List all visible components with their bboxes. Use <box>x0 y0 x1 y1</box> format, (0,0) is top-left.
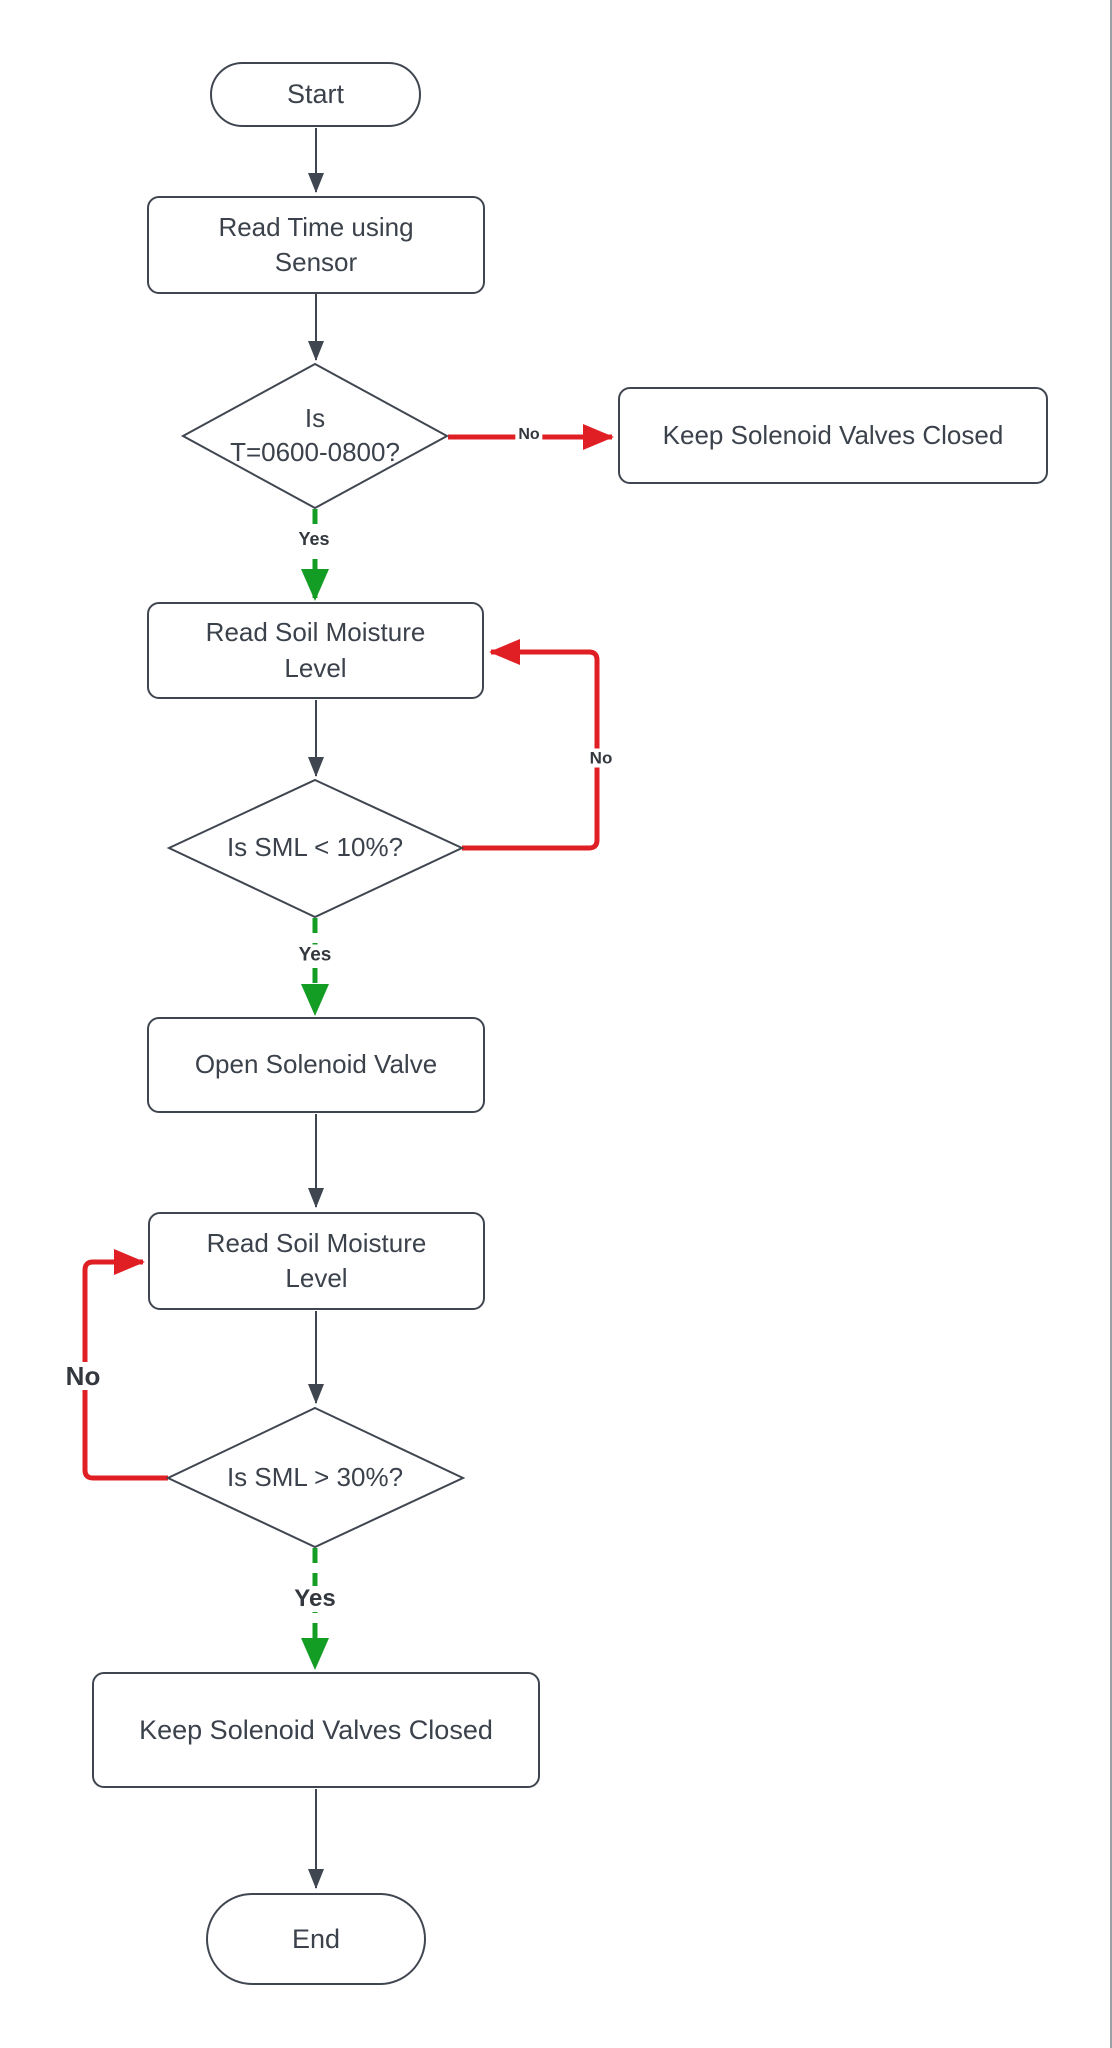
edge-label-yes-sml-low: Yes <box>295 944 335 966</box>
edge-label-no-sml-low: No <box>586 748 616 768</box>
node-keep-solenoid-valves-closed-right: Keep Solenoid Valves Closed <box>618 387 1048 484</box>
diamond-decision-sml-high-shape <box>165 1406 466 1549</box>
node-open-solenoid-valve: Open Solenoid Valve <box>147 1017 485 1113</box>
diamond-decision-time-shape <box>180 362 450 510</box>
page-right-edge-line <box>1110 0 1112 2048</box>
node-keep-solenoid-valves-closed-bottom: Keep Solenoid Valves Closed <box>92 1672 540 1788</box>
node-end: End <box>206 1893 426 1985</box>
decision-sml-low-label: Is SML < 10%? <box>226 832 404 863</box>
node-start: Start <box>210 62 421 127</box>
node-read-soil-moisture-level-2: Read Soil Moisture Level <box>148 1212 485 1310</box>
edge-label-no-sml-high: No <box>62 1362 104 1390</box>
node-read-time-using-sensor: Read Time using Sensor <box>147 196 485 294</box>
edge-label-no-time: No <box>515 426 543 444</box>
decision-time-label: Is T=0600-0800? <box>230 403 400 467</box>
diamond-decision-sml-low-shape <box>166 778 465 919</box>
decision-sml-high-label: Is SML > 30%? <box>226 1462 404 1493</box>
edge-label-yes-time: Yes <box>295 529 333 549</box>
edge-label-yes-sml-high: Yes <box>291 1586 339 1612</box>
node-read-soil-moisture-level-1: Read Soil Moisture Level <box>147 602 484 699</box>
